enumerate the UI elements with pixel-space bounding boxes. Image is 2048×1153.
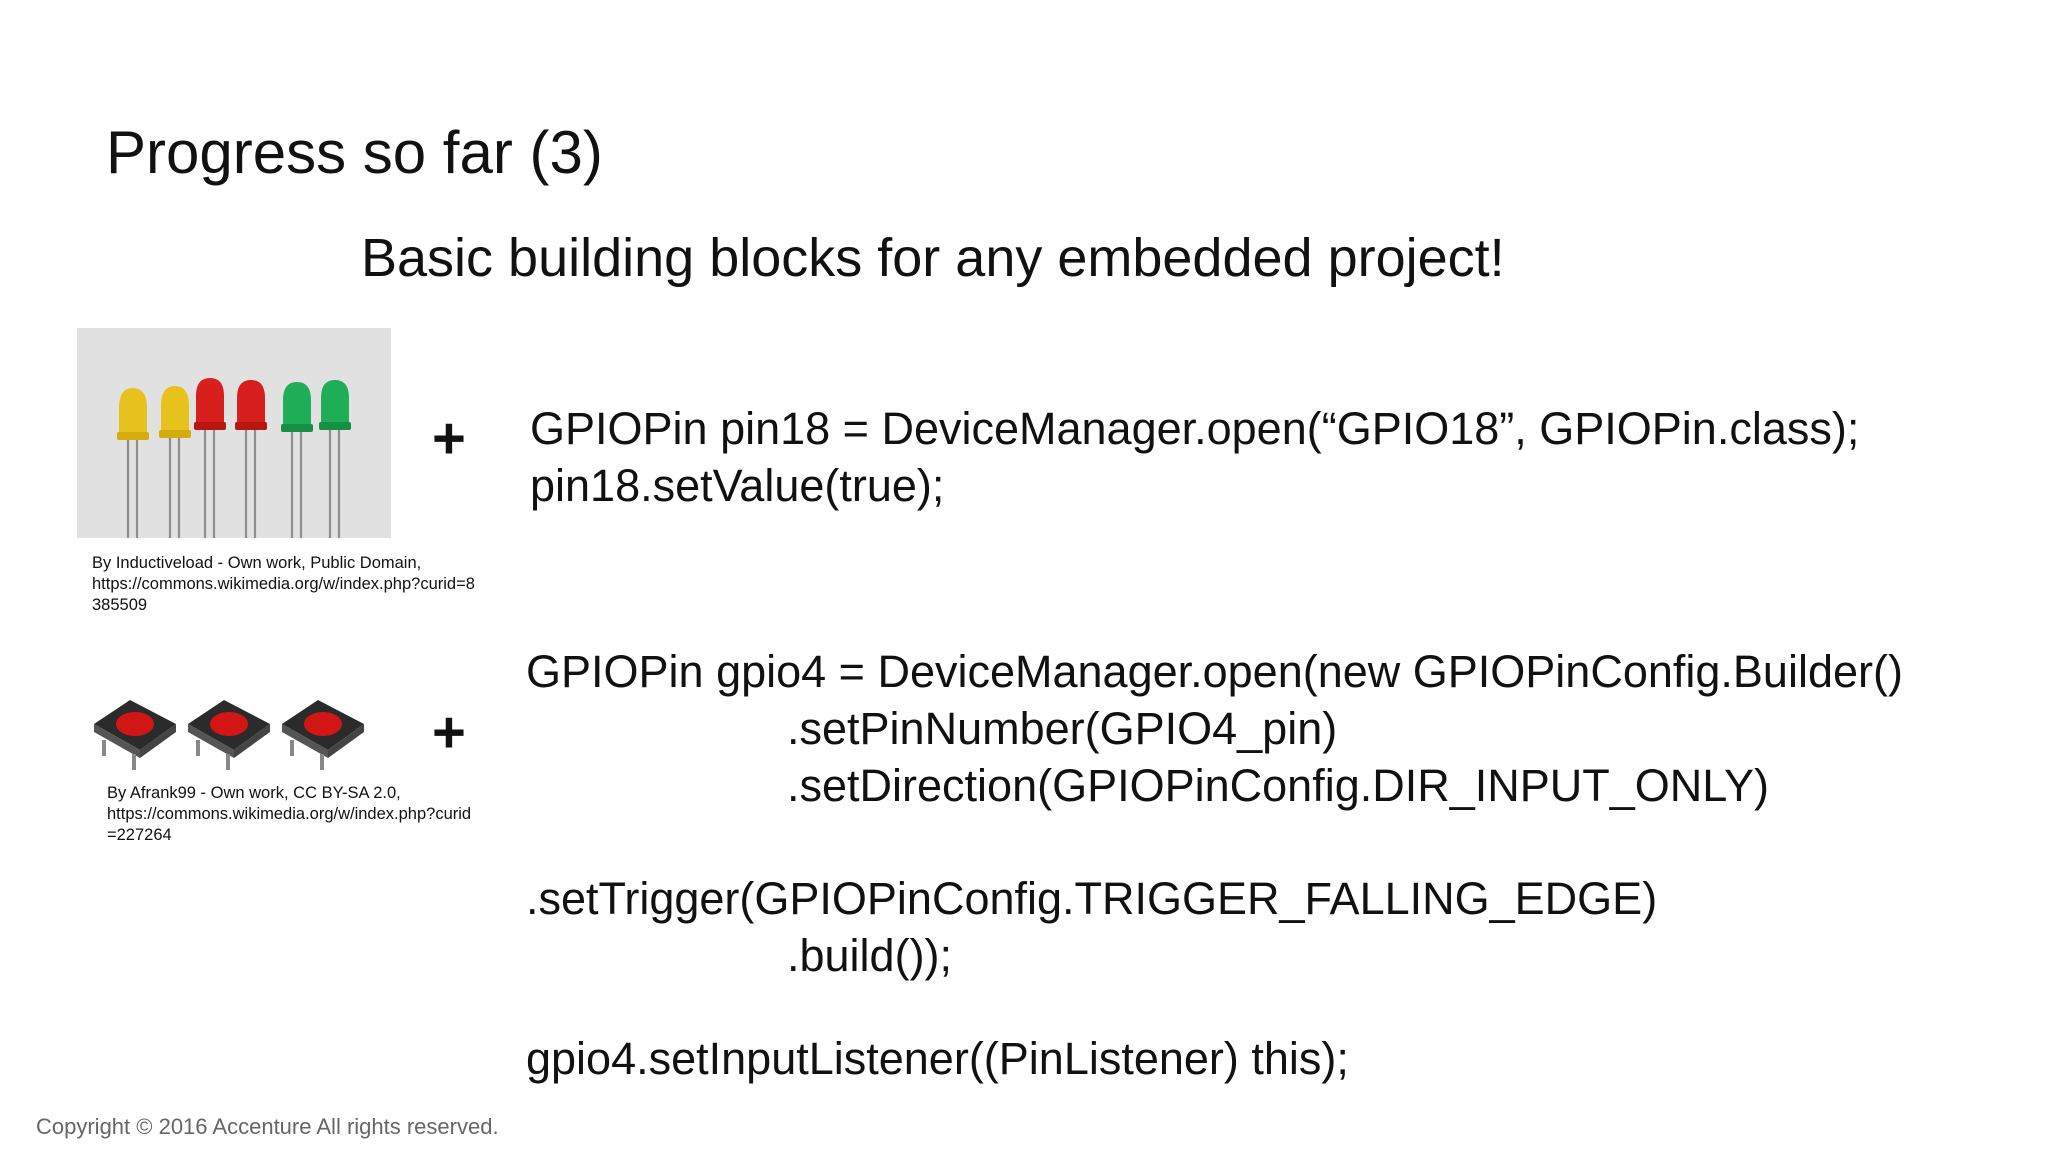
pushbutton-photo bbox=[88, 680, 378, 780]
code-line: pin18.setValue(true); bbox=[530, 460, 945, 511]
led-photo-icon bbox=[77, 328, 391, 538]
led-photo bbox=[77, 328, 391, 538]
code-line: gpio4.setInputListener((PinListener) thi… bbox=[526, 1033, 1349, 1084]
code-line: GPIOPin gpio4 = DeviceManager.open(new G… bbox=[526, 646, 1903, 697]
pushbutton-photo-icon bbox=[94, 700, 364, 770]
plus-sign-led: + bbox=[432, 406, 466, 471]
code-line: .setPinNumber(GPIO4_pin) bbox=[787, 703, 1338, 754]
pushbutton-photo-caption: By Afrank99 - Own work, CC BY-SA 2.0, ht… bbox=[107, 784, 472, 844]
slide-subtitle: Basic building blocks for any embedded p… bbox=[361, 228, 1505, 288]
led-photo-caption: By Inductiveload - Own work, Public Doma… bbox=[92, 554, 475, 614]
slide-title: Progress so far (3) bbox=[106, 119, 603, 186]
plus-sign-button: + bbox=[432, 700, 466, 765]
copyright-footer: Copyright © 2016 Accenture All rights re… bbox=[36, 1114, 499, 1139]
code-line: .setTrigger(GPIOPinConfig.TRIGGER_FALLIN… bbox=[526, 873, 1658, 924]
code-line: .setDirection(GPIOPinConfig.DIR_INPUT_ON… bbox=[787, 760, 1769, 811]
code-line: GPIOPin pin18 = DeviceManager.open(“GPIO… bbox=[530, 403, 1860, 454]
code-line: .build()); bbox=[787, 930, 953, 981]
